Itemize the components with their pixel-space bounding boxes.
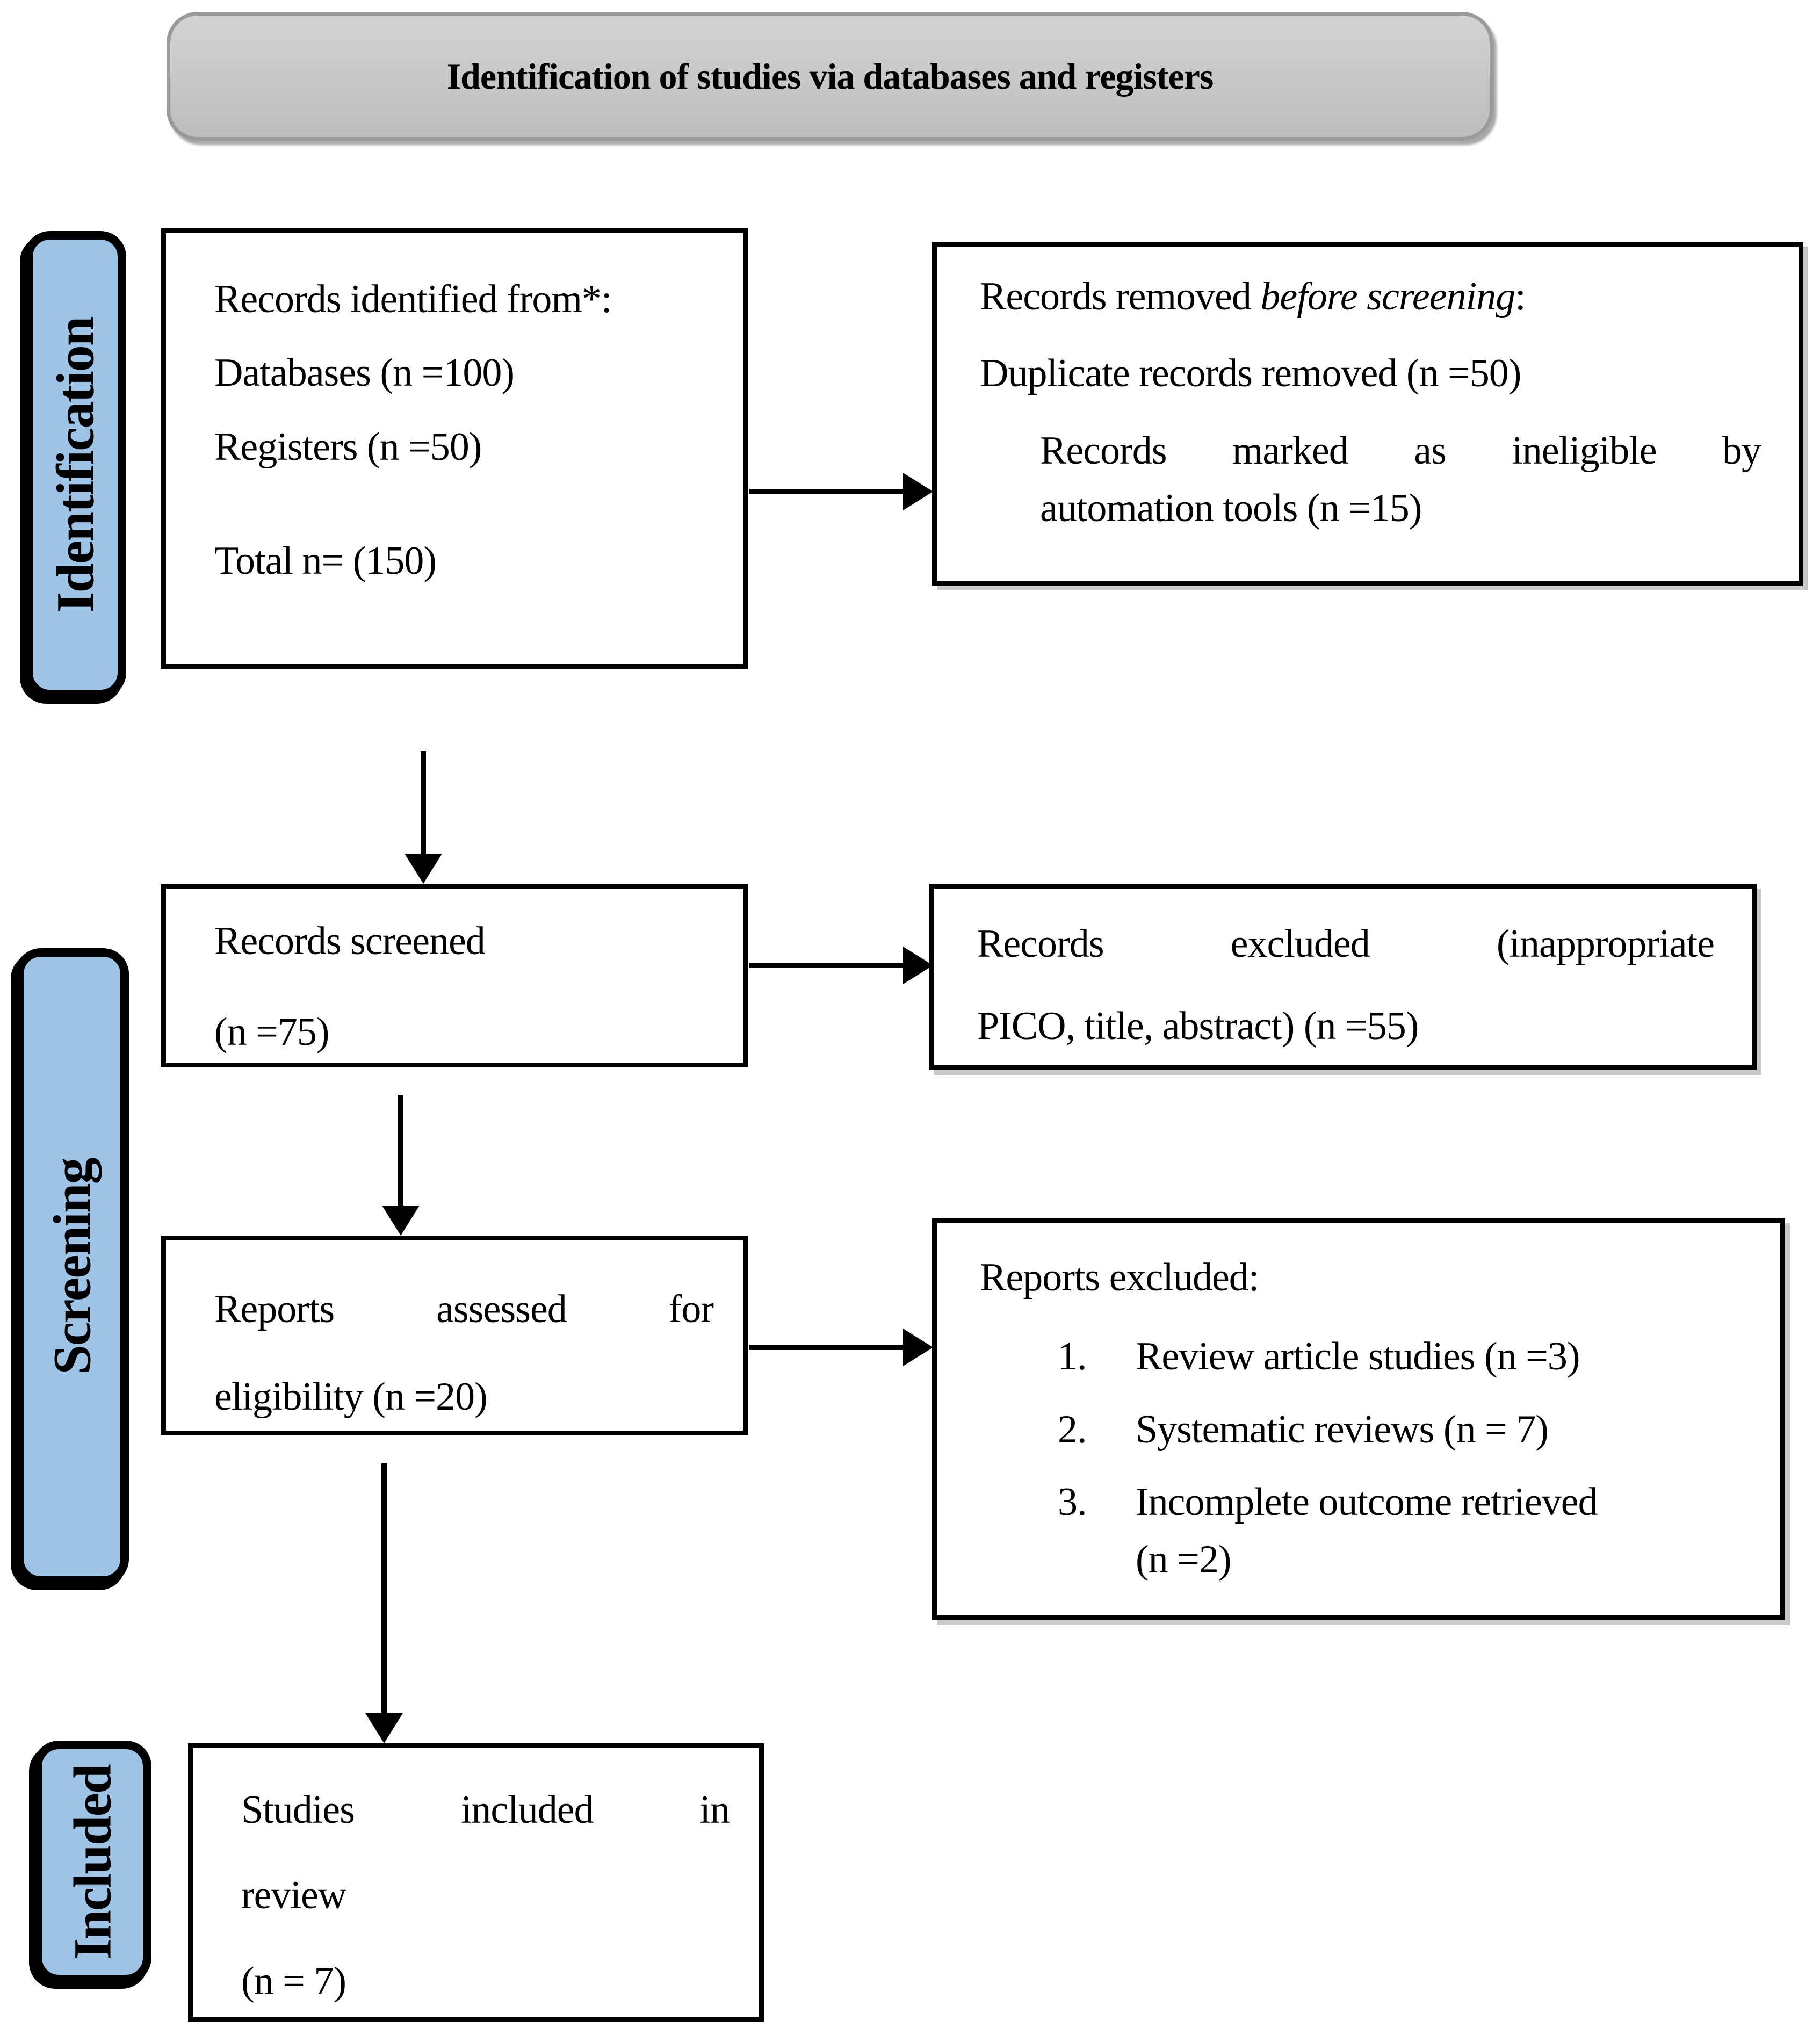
arrow-head-down-icon [382, 1206, 420, 1236]
list-number: 3. [1058, 1479, 1087, 1524]
list-number: 2. [1058, 1407, 1087, 1452]
studies-included-count: (n = 7) [241, 1959, 346, 2003]
records-screened-count: (n =75) [214, 1010, 330, 1055]
records-removed-heading-italic: before screening [1260, 275, 1515, 319]
sidebar-included: Included [33, 1741, 151, 1983]
arrow-shaft [749, 1345, 904, 1350]
arrow-shaft [749, 489, 904, 494]
arrow-shaft [749, 963, 904, 968]
arrow-identified-to-removed [749, 473, 935, 510]
arrow-identified-to-screened [405, 751, 442, 884]
list-text-line2: (n =2) [1136, 1538, 1232, 1582]
sidebar-screening-label: Screening [42, 1158, 102, 1375]
arrow-head-right-icon [903, 947, 933, 984]
records-screened-line1: Records screened [214, 919, 486, 963]
list-number: 1. [1058, 1334, 1087, 1379]
records-identified-total: Total n= (150) [214, 538, 437, 583]
title-text: Identification of studies via databases … [446, 55, 1214, 97]
sidebar-screening: Screening [15, 948, 129, 1585]
box-records-identified: Records identified from*: Databases (n =… [161, 228, 748, 669]
sidebar-included-label: Included [62, 1765, 122, 1959]
studies-included-line2: review [241, 1873, 346, 1918]
box-records-removed: Records removed before screening: Duplic… [932, 242, 1803, 586]
records-removed-heading: Records removed before screening: [980, 268, 1761, 326]
box-reports-excluded: Reports excluded: 1. Review article stud… [932, 1218, 1785, 1620]
reports-assessed-line2: eligibility (n =20) [214, 1375, 488, 1419]
sidebar-identification: Identification [24, 231, 126, 698]
arrow-shaft [381, 1463, 387, 1713]
arrow-shaft [398, 1095, 403, 1206]
arrow-head-down-icon [405, 854, 442, 884]
list-text-line1: Incomplete outcome retrieved [1136, 1479, 1598, 1524]
records-removed-heading-text: Records removed [980, 275, 1261, 319]
records-removed-duplicates: Duplicate records removed (n =50) [980, 351, 1521, 396]
reports-excluded-item-3: 3. Incomplete outcome retrieved (n =2) [980, 1474, 1743, 1589]
sidebar-identification-label: Identification [45, 317, 105, 612]
arrow-head-down-icon [365, 1713, 403, 1743]
arrow-head-right-icon [903, 1329, 933, 1366]
list-text: Review article studies (n =3) [1136, 1334, 1580, 1379]
records-removed-ineligible-line2: automation tools (n =15) [1040, 486, 1422, 530]
records-excluded-line2: PICO, title, abstract) (n =55) [977, 1004, 1419, 1049]
box-records-screened: Records screened (n =75) [161, 884, 748, 1067]
reports-excluded-item-1: 1. Review article studies (n =3) [980, 1328, 1743, 1385]
arrow-screened-to-excluded [749, 947, 935, 984]
list-text: Incomplete outcome retrieved (n =2) [1136, 1474, 1743, 1589]
arrow-assessed-to-included [365, 1463, 403, 1743]
reports-excluded-item-2: 2. Systematic reviews (n = 7) [980, 1401, 1743, 1459]
list-text: Systematic reviews (n = 7) [1136, 1407, 1549, 1452]
title-banner: Identification of studies via databases … [167, 12, 1493, 141]
records-identified-registers: Registers (n =50) [214, 424, 482, 469]
arrow-head-right-icon [903, 473, 933, 510]
records-identified-heading: Records identified from*: [214, 277, 612, 321]
arrow-assessed-to-reports-excluded [749, 1329, 935, 1366]
arrow-shaft [421, 751, 426, 854]
records-identified-databases: Databases (n =100) [214, 351, 515, 395]
arrow-screened-to-assessed [382, 1095, 420, 1236]
records-removed-heading-colon: : [1515, 275, 1526, 319]
reports-excluded-heading: Reports excluded: [980, 1255, 1259, 1300]
